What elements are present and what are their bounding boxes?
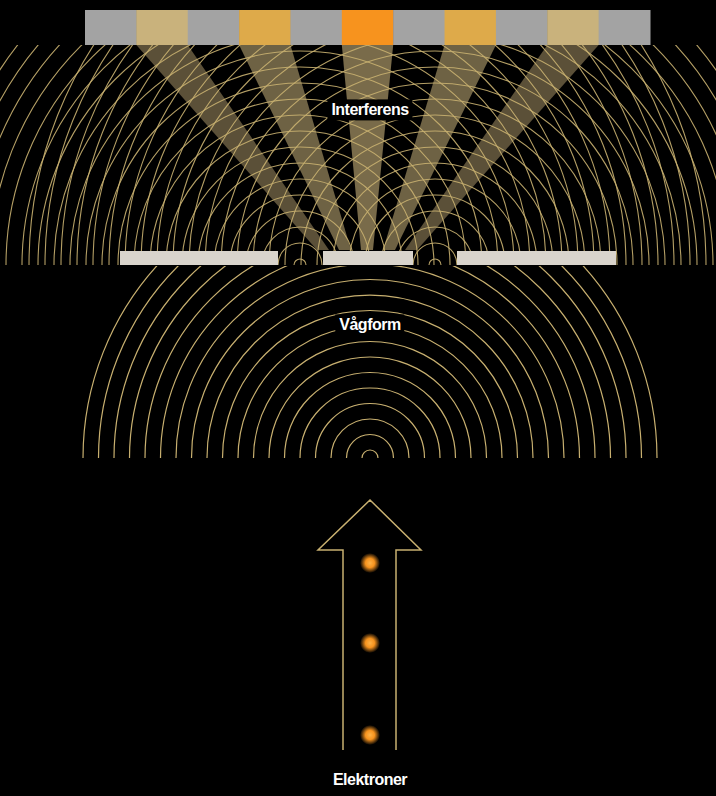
interference-waves [0,45,716,265]
wave-front [238,326,502,458]
wave-front [285,115,585,265]
wave-front [0,45,658,265]
wave-front [45,45,716,265]
wave-front [205,45,665,265]
screen-segment [496,10,548,45]
screen-segment [445,10,497,45]
barrier-part [120,251,278,265]
wave-front [0,45,642,265]
wave-front [347,434,394,458]
wave-front [114,266,626,458]
screen-segment [547,10,599,45]
wave-front [331,419,409,458]
screen-segment [136,10,188,45]
wave-front [0,45,690,265]
incoming-wave [83,266,657,458]
wave-front [269,357,471,458]
electron [360,725,380,745]
screen-segment [393,10,445,45]
diagram-label: Vågform [335,314,404,335]
wave-front [189,45,681,265]
wave-front [176,266,564,458]
screen-segment [85,10,137,45]
barrier-part [457,251,616,265]
screen-segment [188,10,240,45]
wave-front [294,259,306,265]
wave-front [207,295,533,458]
wave-front [362,450,378,458]
electrons [360,553,380,745]
wave-front [77,45,716,265]
wave-front [254,342,487,459]
barrier-part [323,251,413,265]
wave-front [70,45,530,265]
wave-front [0,45,610,265]
wave-front [61,45,716,265]
wave-front [102,67,498,265]
wave-front [145,266,595,458]
wave-front [22,45,578,265]
wave-front [301,131,569,265]
wave-front [221,51,649,265]
wave-front [134,99,466,265]
wave-front [109,45,716,265]
wave-front [157,45,713,265]
wave-front [317,147,553,265]
slit-barrier [120,251,616,265]
diagram-label: Interferens [327,99,412,120]
direction-arrow [318,500,421,750]
wave-front [413,243,457,265]
interference-beams [136,45,598,250]
screen-segment [342,10,394,45]
wave-front [192,280,549,459]
wave-front [173,45,697,265]
wave-front [198,163,402,265]
wave-front [0,45,674,265]
wave-front [93,45,716,265]
screen-segment [599,10,651,45]
electron [360,633,380,653]
diagram-label: Elektroner [329,769,411,790]
wave-front [83,266,657,458]
wave-front [269,99,601,265]
electron [360,553,380,573]
wave-front [237,67,633,265]
interference-beam [342,45,393,250]
wave-front [429,259,441,265]
wave-front [99,266,642,458]
wave-front [38,45,562,265]
screen-segment [239,10,291,45]
screen-segment [290,10,342,45]
wave-front [130,266,611,458]
wave-front [300,388,440,458]
detector-screen [85,10,651,45]
wave-front [316,403,425,458]
wave-front [0,45,706,265]
wave-front [141,45,716,265]
wave-front [333,163,537,265]
wave-front [253,83,617,265]
wave-front [125,45,716,265]
wave-front [161,266,580,458]
wave-front [182,147,418,265]
wave-front [29,45,716,265]
wave-front [285,373,456,459]
